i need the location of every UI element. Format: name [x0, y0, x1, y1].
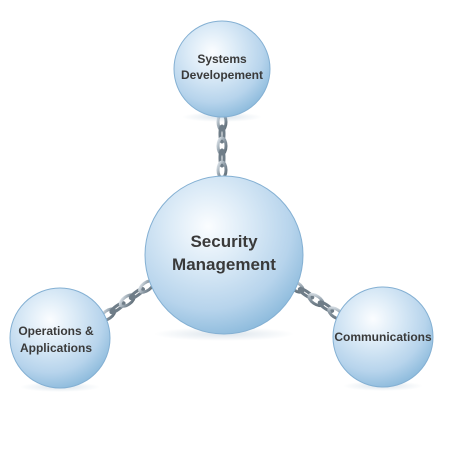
sphere-right	[332, 286, 434, 388]
sphere-top	[173, 20, 271, 118]
node-center-label-line2: Management	[172, 255, 276, 274]
chain-top	[216, 112, 228, 180]
chain-left	[99, 279, 155, 322]
sphere-center	[144, 175, 304, 335]
node-security-management: Security Management	[144, 175, 304, 341]
node-communications: Communications	[332, 286, 434, 391]
node-operations-applications: Operations & Applications	[9, 287, 111, 392]
sphere-left	[9, 287, 111, 389]
node-top-label-line2: Developement	[181, 68, 263, 82]
node-systems-development: Systems Developement	[173, 20, 271, 122]
node-right-label: Communications	[334, 330, 432, 344]
node-left-label-line1: Operations &	[18, 324, 94, 338]
node-center-label-line1: Security	[190, 232, 258, 251]
node-top-label-line1: Systems	[197, 52, 247, 66]
node-left-label-line2: Applications	[20, 341, 92, 355]
